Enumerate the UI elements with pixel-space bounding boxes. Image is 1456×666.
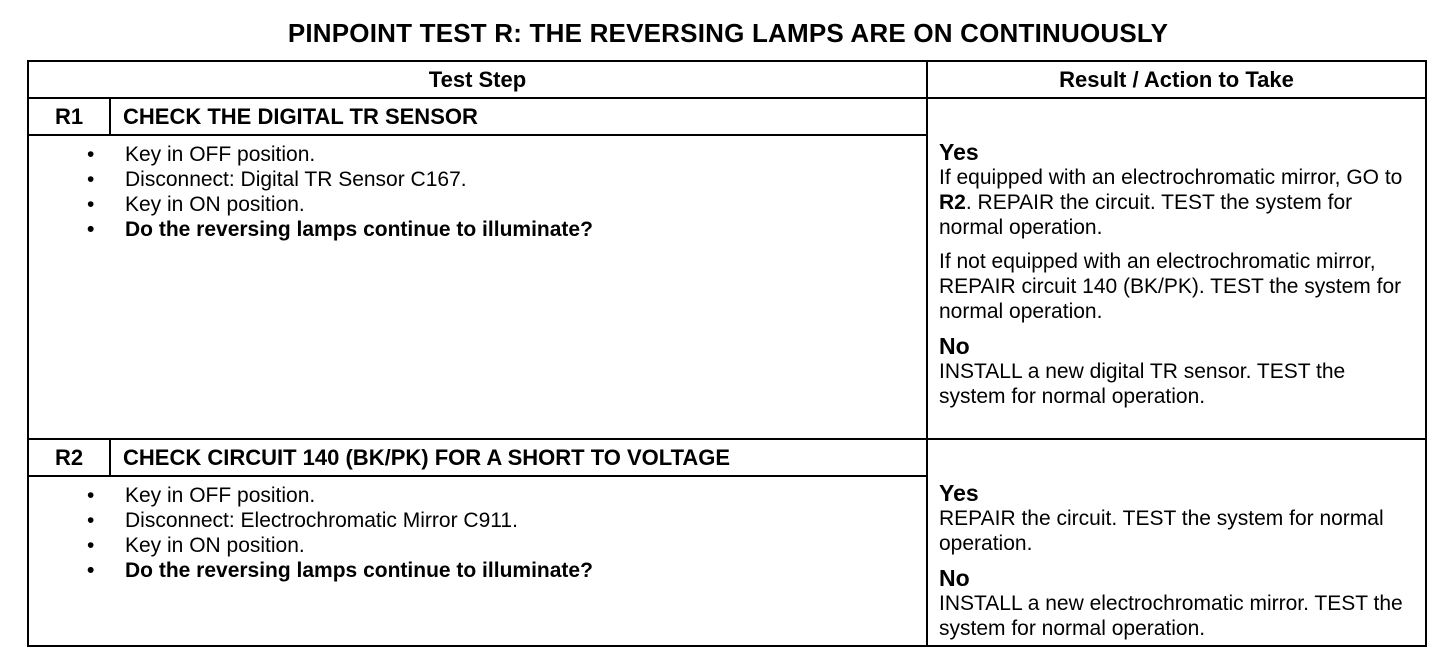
result-no-text: INSTALL a new digital TR sensor. TEST th… (939, 360, 1346, 408)
step-body-r1: •Key in OFF position. •Disconnect: Digit… (29, 136, 928, 438)
column-header-result-action: Result / Action to Take (928, 62, 1425, 99)
bullet-icon: • (87, 484, 95, 507)
column-header-test-step: Test Step (29, 62, 928, 99)
step-id-r1: R1 (29, 99, 111, 136)
page-title: PINPOINT TEST R: THE REVERSING LAMPS ARE… (287, 18, 1169, 48)
bullet-icon: • (87, 143, 95, 166)
row-divider (29, 438, 1425, 440)
result-cell-r1: Yes If equipped with an electrochromatic… (928, 99, 1425, 438)
step-title-r2: CHECK CIRCUIT 140 (BK/PK) FOR A SHORT TO… (111, 440, 928, 477)
result-no-label: No (939, 565, 970, 591)
result-yes-text: REPAIR the circuit. TEST the system for … (939, 507, 1384, 555)
bullet-icon: • (87, 534, 95, 557)
result-no-label: No (939, 333, 970, 359)
step-question: •Do the reversing lamps continue to illu… (87, 218, 593, 241)
step-id-r2: R2 (29, 440, 111, 477)
step-title-r1: CHECK THE DIGITAL TR SENSOR (111, 99, 928, 136)
bullet-icon: • (87, 218, 95, 241)
list-item: •Key in ON position. (87, 534, 305, 557)
step-question: •Do the reversing lamps continue to illu… (87, 559, 593, 582)
result-yes-alt-text: If not equipped with an electrochromatic… (939, 250, 1402, 323)
bullet-icon: • (87, 168, 95, 191)
step-body-r2: •Key in OFF position. •Disconnect: Elect… (29, 477, 928, 645)
bullet-icon: • (87, 193, 95, 216)
list-item: •Key in OFF position. (87, 143, 316, 166)
bullet-icon: • (87, 559, 95, 582)
result-yes-label: Yes (939, 139, 979, 165)
pinpoint-test-table: Test Step Result / Action to Take R1 CHE… (27, 60, 1427, 647)
step-instructions-r2: •Key in OFF position. •Disconnect: Elect… (29, 483, 926, 583)
result-yes-label: Yes (939, 480, 979, 506)
result-no-text: INSTALL a new electrochromatic mirror. T… (939, 592, 1403, 640)
result-yes-text: If equipped with an electrochromatic mir… (939, 166, 1403, 239)
list-item: •Key in ON position. (87, 193, 305, 216)
bullet-icon: • (87, 509, 95, 532)
step-reference-link: R2 (939, 191, 966, 214)
list-item: •Key in OFF position. (87, 484, 316, 507)
step-instructions-r1: •Key in OFF position. •Disconnect: Digit… (29, 142, 926, 242)
result-cell-r2: Yes REPAIR the circuit. TEST the system … (928, 440, 1425, 645)
list-item: •Disconnect: Electrochromatic Mirror C91… (87, 509, 518, 532)
list-item: •Disconnect: Digital TR Sensor C167. (87, 168, 467, 191)
